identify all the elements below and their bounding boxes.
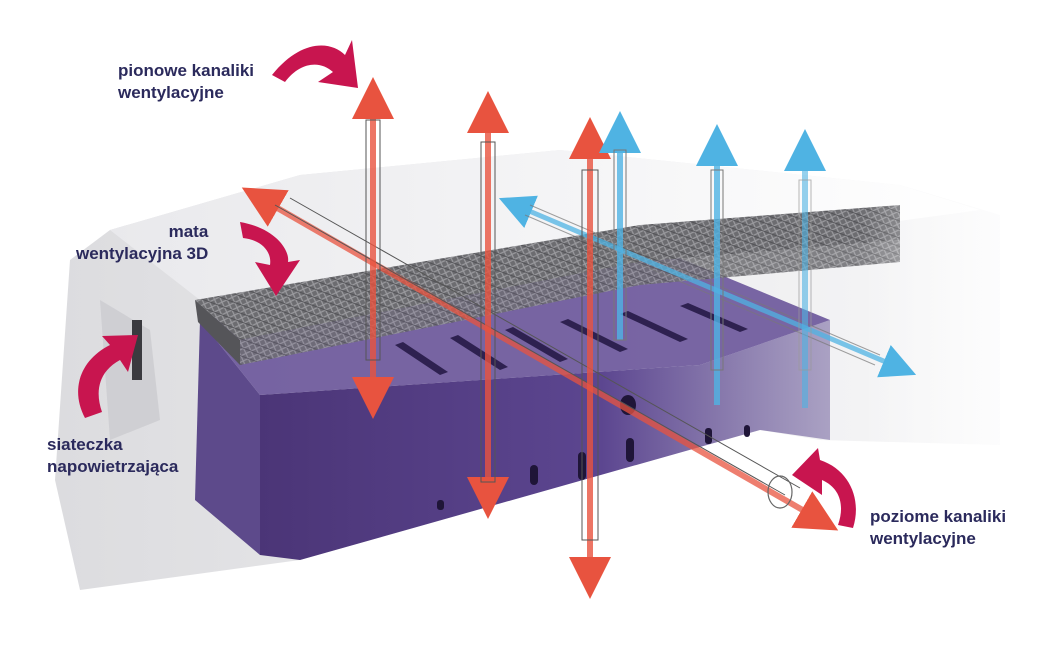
label-air-mesh: siateczka napowietrzająca (47, 434, 178, 478)
label-vertical-channels-line2: wentylacyjne (118, 83, 224, 102)
label-horizontal-channels: poziome kanaliki wentylacyjne (870, 506, 1006, 550)
label-horizontal-channels-line1: poziome kanaliki (870, 507, 1007, 526)
label-vertical-channels: pionowe kanaliki wentylacyjne (118, 60, 254, 104)
label-horizontal-channels-line2: wentylacyjne (870, 529, 976, 548)
label-air-mesh-line1: siateczka (47, 435, 123, 454)
vertical-channels (352, 77, 826, 599)
air-mesh-panel (132, 320, 142, 380)
curved-arrow-icon (78, 40, 856, 528)
label-vertical-channels-line1: pionowe kanaliki (118, 61, 255, 80)
label-mat-3d-line2: wentylacyjna 3D (76, 244, 209, 263)
label-air-mesh-line2: napowietrzająca (47, 457, 179, 476)
label-mat-3d: mata wentylacyjna 3D (76, 221, 208, 265)
label-mat-3d-line1: mata (168, 222, 209, 241)
